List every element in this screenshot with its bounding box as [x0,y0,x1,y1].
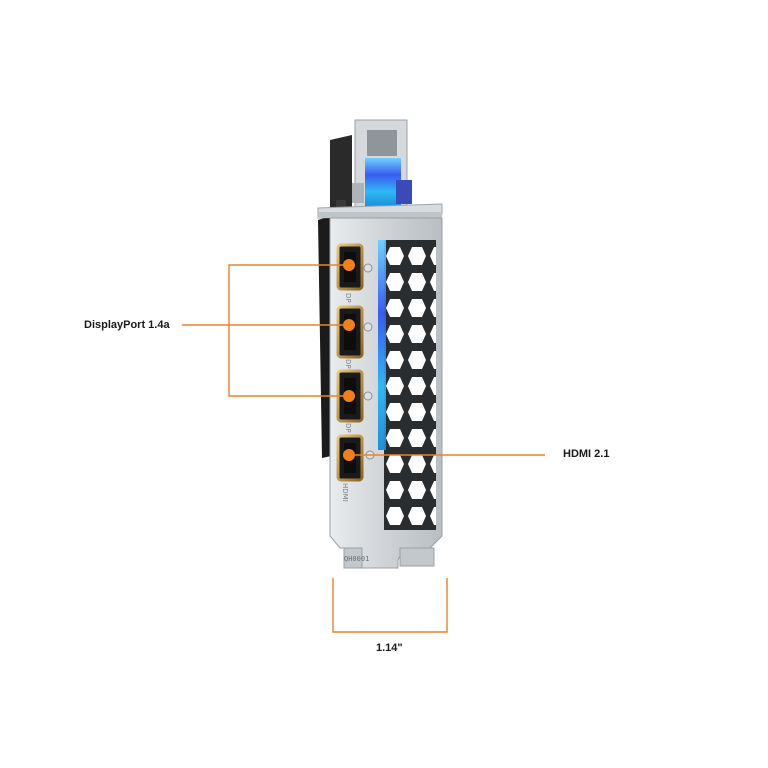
dp-mark-1: DP [344,293,352,303]
cooling-block [352,119,412,211]
displayport-callout [182,264,349,397]
dp-mark-3: DP [344,423,352,433]
displayport-label: DisplayPort 1.4a [84,319,170,331]
part-code: QH0001 [344,555,369,563]
hdmi-label: HDMI 2.1 [563,448,610,460]
width-dimension [332,578,448,633]
bracket-flange [317,203,443,219]
dp-mark-2: DP [344,359,352,369]
bracket-width-label: 1.14" [376,642,403,654]
hdmi-mark: HDMI [341,483,349,502]
callout-dots [343,259,355,461]
